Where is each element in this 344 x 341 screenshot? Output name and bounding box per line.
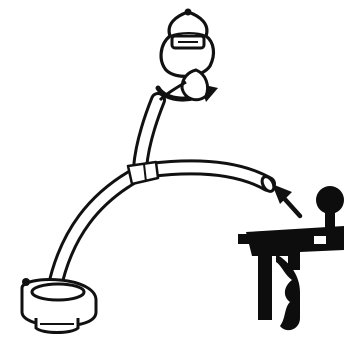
gauge-top-nub-icon xyxy=(185,9,192,16)
pump-gauge-icon xyxy=(316,186,344,214)
pump-nozzle-icon xyxy=(238,234,252,244)
pump-port-icon xyxy=(314,236,326,244)
fitting-base-icon xyxy=(36,318,78,333)
pump-gauge-stem-icon xyxy=(325,212,335,228)
gauge-hose-cuff-icon xyxy=(182,70,208,100)
main-hose-outline-icon xyxy=(54,176,134,290)
connect-arrow xyxy=(272,184,300,216)
fitting-bolt-icon xyxy=(22,278,30,286)
junction-body-icon xyxy=(128,162,158,184)
gauge-hose xyxy=(140,70,208,168)
pump-hose xyxy=(150,167,276,193)
hose-fitting xyxy=(22,278,96,333)
main-hose xyxy=(54,176,134,290)
fitting-top-ring-icon xyxy=(32,284,84,300)
hose-junction xyxy=(128,162,158,184)
pump-hose-open-end-icon xyxy=(260,175,277,194)
vacuum-gauge xyxy=(161,9,213,77)
